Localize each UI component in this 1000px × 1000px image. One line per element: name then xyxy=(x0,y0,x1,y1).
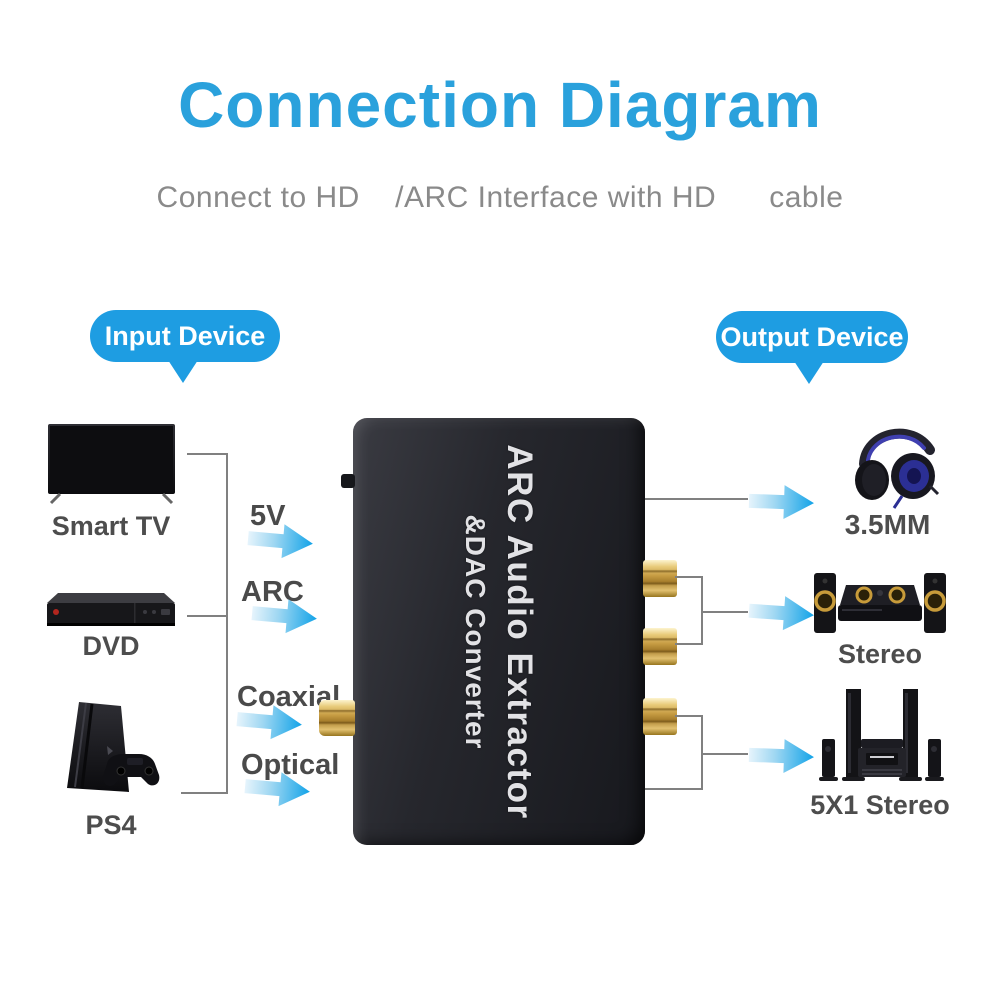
smart-tv-line xyxy=(187,453,228,455)
port-label-optical: Optical xyxy=(241,749,340,781)
arrow-right-icon xyxy=(236,705,302,740)
input-device-bubble: Input Device xyxy=(90,310,280,383)
device-name-line2: &DAC Converter xyxy=(460,514,491,749)
port-label-5v: 5V xyxy=(250,500,286,532)
page-subtitle: Connect to HD /ARC Interface with HD cab… xyxy=(156,181,844,214)
input-bubble-tail xyxy=(168,360,198,383)
headphone-line xyxy=(645,498,748,500)
rca-connector-top xyxy=(643,560,677,597)
stereo-label: Stereo xyxy=(837,639,923,669)
smart-tv-label: Smart TV xyxy=(51,511,171,541)
theater-line-top xyxy=(675,715,703,717)
stereo-line-bottom xyxy=(675,643,703,645)
stereo-icon xyxy=(814,573,946,633)
dvd-icon xyxy=(47,593,175,626)
audio-extractor-device: ARC Audio Extractor &DAC Converter xyxy=(353,418,645,845)
device-print: ARC Audio Extractor &DAC Converter xyxy=(459,422,539,842)
smart-tv-icon xyxy=(48,424,175,505)
output-device-bubble-label: Output Device xyxy=(720,321,904,352)
theater-line-mid xyxy=(701,753,748,755)
arrow-right-icon xyxy=(748,596,814,631)
coaxial-connector xyxy=(319,700,355,736)
arrow-right-icon xyxy=(748,485,814,520)
device-name-line1: ARC Audio Extractor xyxy=(500,443,539,820)
input-bus-line xyxy=(226,453,228,794)
arrow-right-icon xyxy=(244,772,310,807)
arrow-right-icon xyxy=(748,739,814,774)
input-device-bubble-label: Input Device xyxy=(104,320,266,351)
page-title: Connection Diagram xyxy=(178,69,822,141)
headphones-icon xyxy=(855,428,940,509)
output-device-bubble: Output Device xyxy=(716,311,908,384)
theater-bracket-line xyxy=(701,715,703,790)
theater-line-bottom xyxy=(645,788,703,790)
ps4-line xyxy=(181,792,228,794)
output-bubble-tail xyxy=(794,361,824,384)
stereo-line-mid xyxy=(701,611,748,613)
arrow-right-icon xyxy=(247,524,313,559)
rca-connector-middle xyxy=(643,628,677,665)
home-theater-label: 5X1 Stereo xyxy=(810,790,950,820)
stereo-line-top xyxy=(675,576,703,578)
headphones-label: 3.5MM xyxy=(844,509,931,540)
dvd-label: DVD xyxy=(82,631,140,661)
ps4-icon xyxy=(67,702,160,792)
home-theater-icon xyxy=(819,689,944,781)
device-switch-nub xyxy=(341,474,355,488)
rca-connector-bottom xyxy=(643,698,677,735)
dvd-line xyxy=(187,615,228,617)
arrow-right-icon xyxy=(251,599,317,634)
ps4-label: PS4 xyxy=(85,810,137,840)
stereo-bracket-line xyxy=(701,576,703,645)
